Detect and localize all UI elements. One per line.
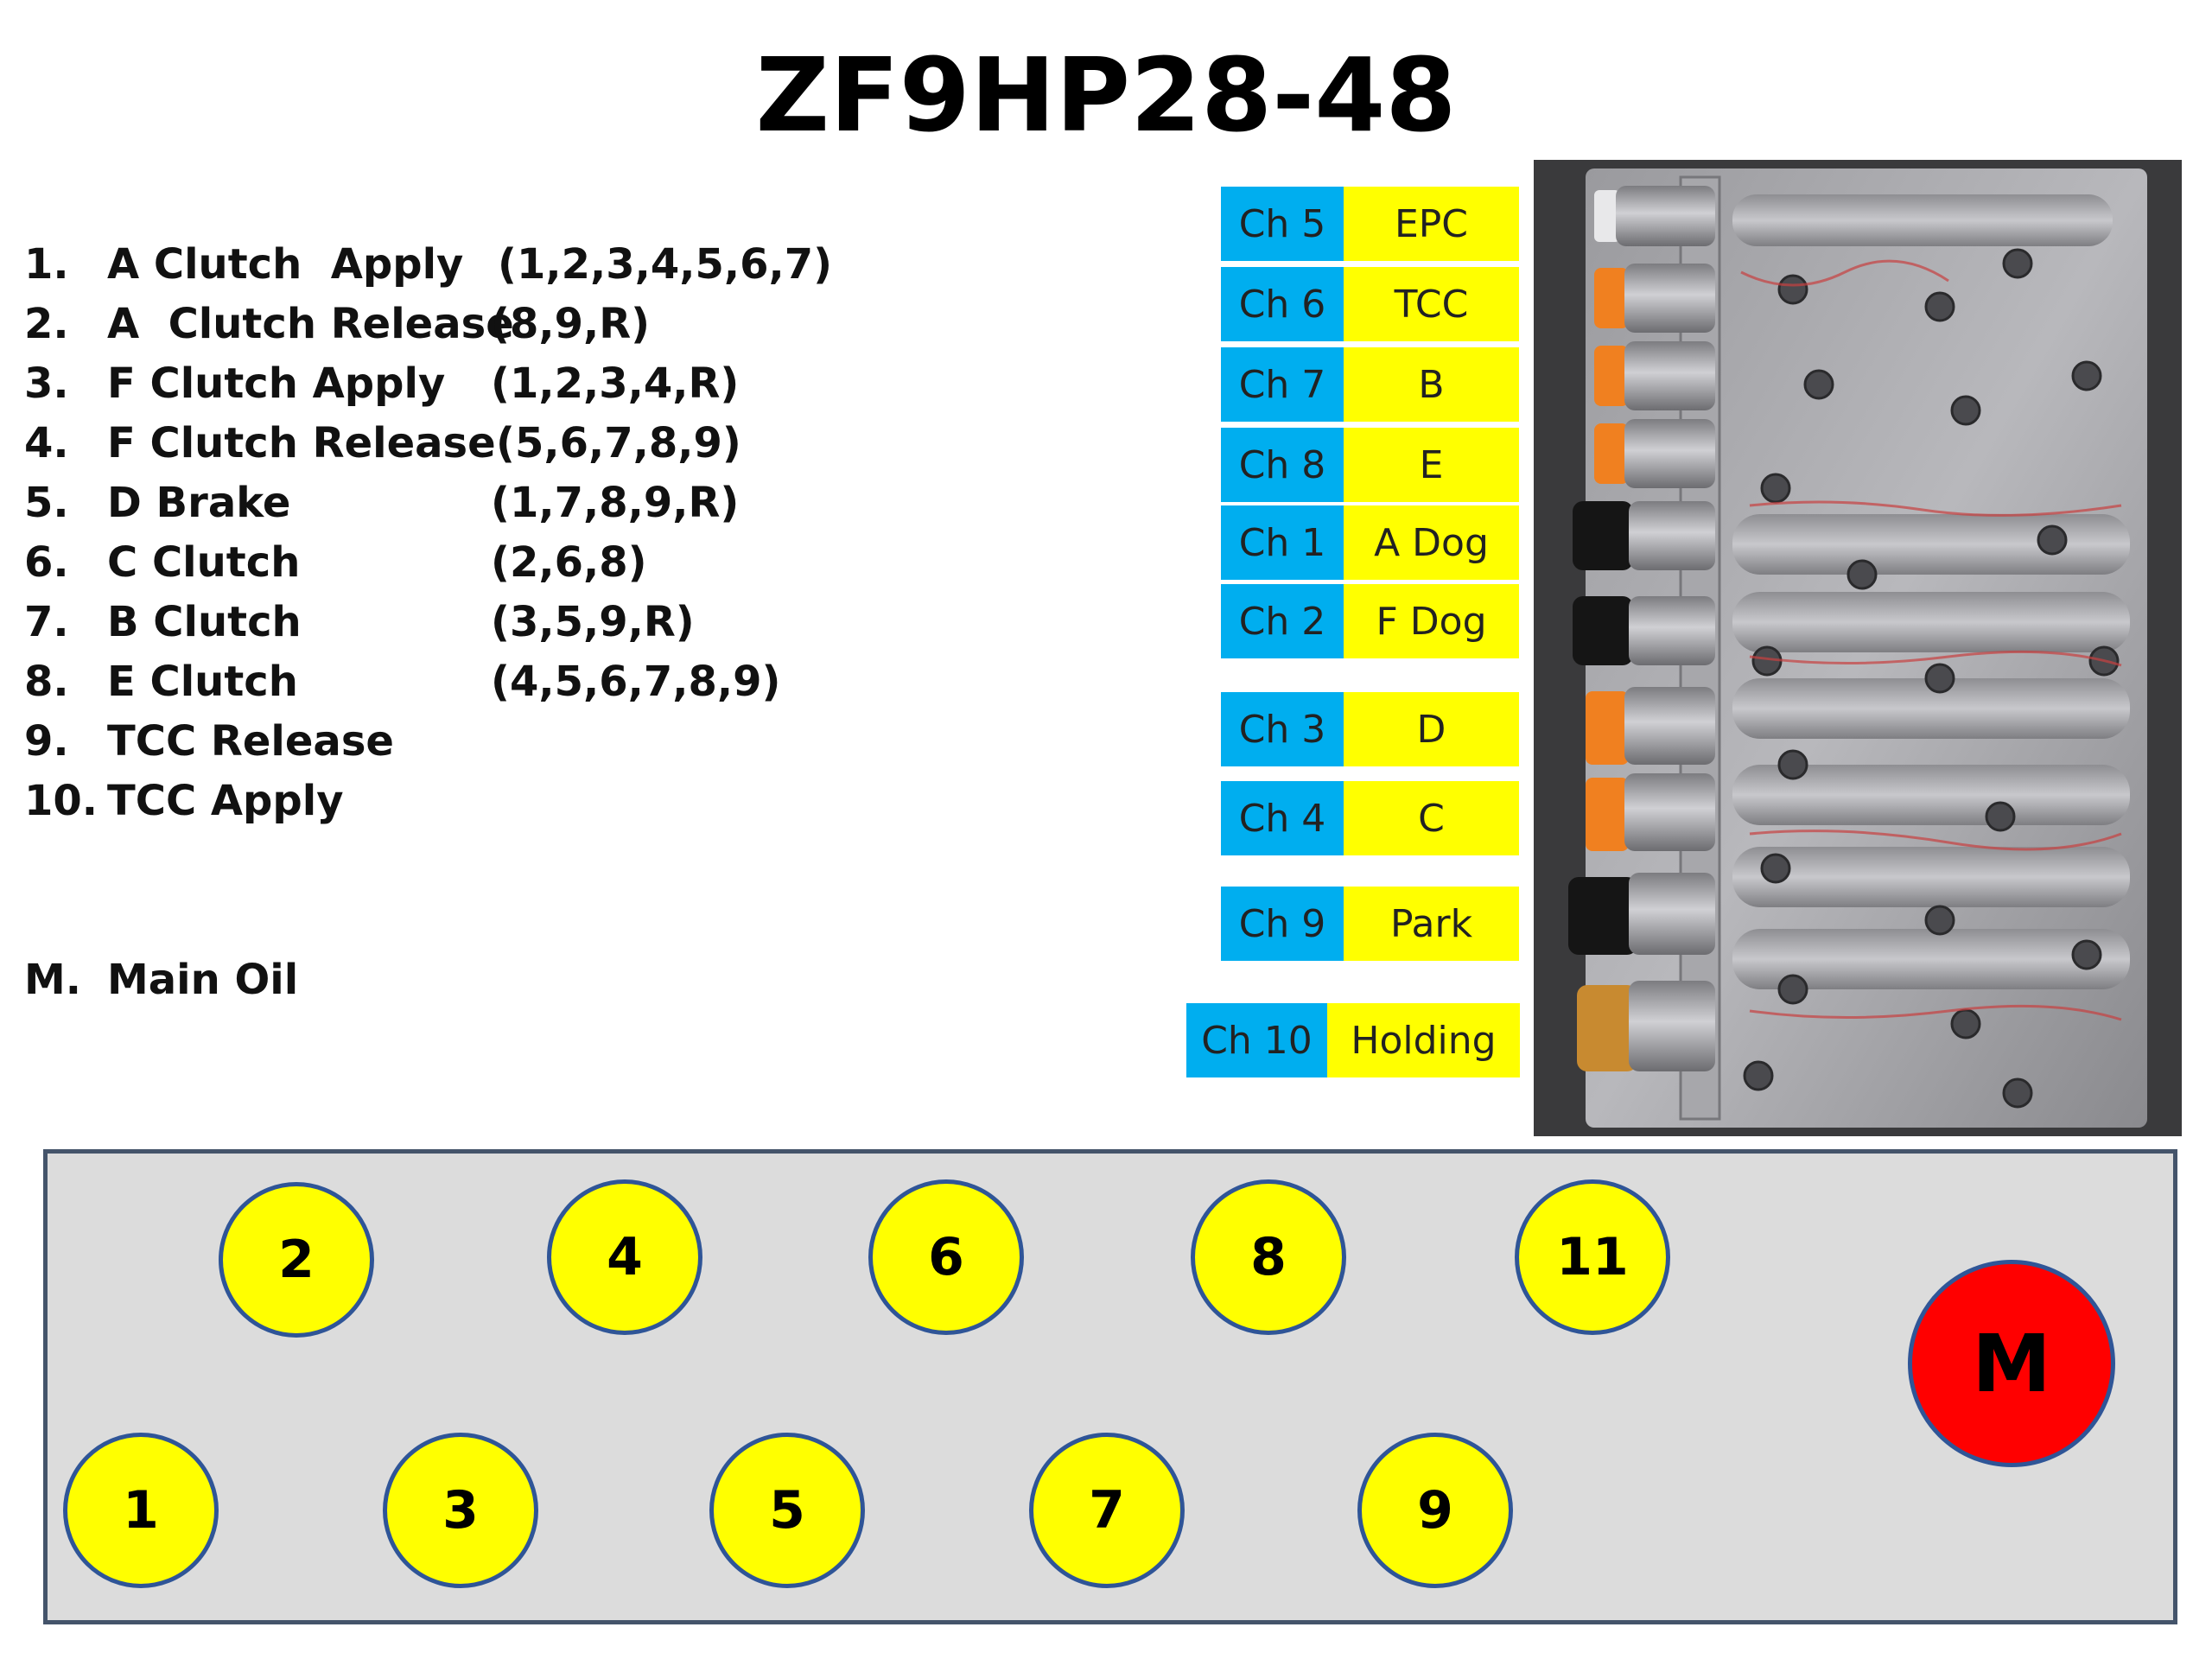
legend-name: E Clutch xyxy=(107,658,298,706)
channel-row: Ch 10 Holding xyxy=(1186,1003,1520,1077)
channel-row: Ch 1 A Dog xyxy=(1221,505,1519,580)
legend-gears: (8,9,R) xyxy=(491,300,651,348)
pin-circle: 3 xyxy=(383,1433,538,1588)
legend-gears: (1,2,3,4,R) xyxy=(491,359,740,408)
legend-gears: (4,5,6,7,8,9) xyxy=(491,658,781,706)
legend-number: 3. xyxy=(24,359,69,408)
legend-item: 7. B Clutch (3,5,9,R) xyxy=(24,596,695,855)
legend-gears: (1,2,3,4,5,6,7) xyxy=(498,240,833,289)
channel-function: TCC xyxy=(1344,267,1519,341)
channel-row: Ch 8 E xyxy=(1221,428,1519,502)
legend-item: 3. F Clutch Apply (1,2,3,4,R) xyxy=(24,358,739,617)
legend-number: 7. xyxy=(24,598,69,646)
pin-circle: 7 xyxy=(1029,1433,1185,1588)
legend-name: TCC Apply xyxy=(107,777,344,825)
valve-body-photo xyxy=(1534,160,2182,1136)
channel-function: Holding xyxy=(1327,1003,1520,1077)
channel-row: Ch 6 TCC xyxy=(1221,267,1519,341)
channel-function: F Dog xyxy=(1344,584,1519,658)
channel-row: Ch 2 F Dog xyxy=(1221,584,1519,658)
legend-gears: (1,7,8,9,R) xyxy=(491,479,740,527)
channel-function: A Dog xyxy=(1344,505,1519,580)
legend-gears: (3,5,9,R) xyxy=(491,598,695,646)
channel-function: Park xyxy=(1344,887,1519,961)
legend-number: 4. xyxy=(24,419,69,467)
legend-name: C Clutch xyxy=(107,538,301,587)
pin-circle: 5 xyxy=(709,1433,865,1588)
channel-function: B xyxy=(1344,347,1519,422)
legend-number: M. xyxy=(24,956,81,1004)
legend-name: TCC Release xyxy=(107,717,394,766)
main-oil-pin: M xyxy=(1908,1260,2115,1467)
pin-circle: 4 xyxy=(547,1179,702,1335)
pin-circle: 6 xyxy=(868,1179,1024,1335)
legend-name: F Clutch Apply xyxy=(107,359,446,408)
legend-gears: (2,6,8) xyxy=(491,538,647,587)
legend-name: Main Oil xyxy=(107,956,299,1004)
legend-number: 8. xyxy=(24,658,69,706)
legend-name: A Clutch Release xyxy=(107,300,514,348)
legend-item: 8. E Clutch (4,5,6,7,8,9) xyxy=(24,656,780,915)
channel-function: D xyxy=(1344,692,1519,766)
legend-item: 4. F Clutch Release (5,6,7,8,9) xyxy=(24,417,741,677)
pin-circle: 9 xyxy=(1357,1433,1513,1588)
legend-number: 2. xyxy=(24,300,69,348)
channel-row: Ch 9 Park xyxy=(1221,887,1519,961)
channel-label: Ch 10 xyxy=(1186,1003,1327,1077)
channel-label: Ch 1 xyxy=(1221,505,1344,580)
channel-row: Ch 3 D xyxy=(1221,692,1519,766)
channel-label: Ch 4 xyxy=(1221,781,1344,855)
channel-row: Ch 7 B xyxy=(1221,347,1519,422)
legend-item: 10. TCC Apply xyxy=(24,775,344,982)
legend-item: 9. TCC Release xyxy=(24,715,394,923)
legend-item: 6. C Clutch (2,6,8) xyxy=(24,537,647,796)
legend-name: B Clutch xyxy=(107,598,302,646)
legend-number: 10. xyxy=(24,777,99,825)
legend-number: 5. xyxy=(24,479,69,527)
legend-number: 1. xyxy=(24,240,69,289)
legend-item: 2. A Clutch Release (8,9,R) xyxy=(24,298,650,557)
pin-circle: 2 xyxy=(219,1182,374,1338)
channel-row: Ch 4 C xyxy=(1221,781,1519,855)
legend-number: 9. xyxy=(24,717,69,766)
connector-pinout: 2 4 6 8 11 1 3 5 7 9 M xyxy=(43,1149,2177,1624)
legend-name: A Clutch Apply xyxy=(107,240,464,289)
channel-label: Ch 5 xyxy=(1221,187,1344,261)
pin-circle: 1 xyxy=(63,1433,219,1588)
channel-function: C xyxy=(1344,781,1519,855)
legend-item: 1. A Clutch Apply (1,2,3,4,5,6,7) xyxy=(24,238,832,498)
channel-label: Ch 6 xyxy=(1221,267,1344,341)
channel-function: E xyxy=(1344,428,1519,502)
channel-label: Ch 8 xyxy=(1221,428,1344,502)
legend-item: 5. D Brake (1,7,8,9,R) xyxy=(24,477,739,736)
channel-label: Ch 3 xyxy=(1221,692,1344,766)
channel-label: Ch 9 xyxy=(1221,887,1344,961)
legend-gears: (5,6,7,8,9) xyxy=(496,419,741,467)
channel-function: EPC xyxy=(1344,187,1519,261)
pin-circle: 8 xyxy=(1191,1179,1346,1335)
channel-row: Ch 5 EPC xyxy=(1221,187,1519,261)
pin-circle: 11 xyxy=(1515,1179,1670,1335)
page-title: ZF9HP28-48 xyxy=(755,35,1457,155)
channel-label: Ch 7 xyxy=(1221,347,1344,422)
legend-name: D Brake xyxy=(107,479,291,527)
legend-name: F Clutch Release xyxy=(107,419,496,467)
legend-item: M. Main Oil xyxy=(24,954,298,1161)
channel-label: Ch 2 xyxy=(1221,584,1344,658)
legend-number: 6. xyxy=(24,538,69,587)
